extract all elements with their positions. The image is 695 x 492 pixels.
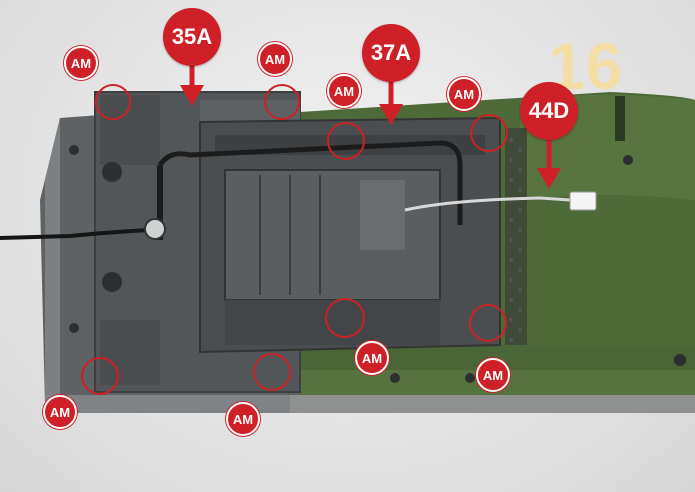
am-label: AM — [226, 402, 260, 436]
wire — [0, 228, 151, 240]
am-label: AM — [476, 358, 510, 392]
am-label: AM — [355, 341, 389, 375]
pipe — [157, 140, 463, 225]
am-label: AM — [258, 42, 292, 76]
am-label: AM — [43, 395, 77, 429]
cable — [404, 196, 571, 212]
rivet-strip — [509, 138, 522, 342]
part-37a-pin: 37A — [362, 24, 420, 82]
am-label: AM — [64, 46, 98, 80]
screw-highlights — [81, 84, 508, 395]
part-35a-pin: 35A — [163, 8, 221, 66]
am-label: AM — [447, 77, 481, 111]
am-label: AM — [327, 74, 361, 108]
part-44d-pin: 44D — [520, 82, 578, 140]
connector — [569, 191, 597, 211]
